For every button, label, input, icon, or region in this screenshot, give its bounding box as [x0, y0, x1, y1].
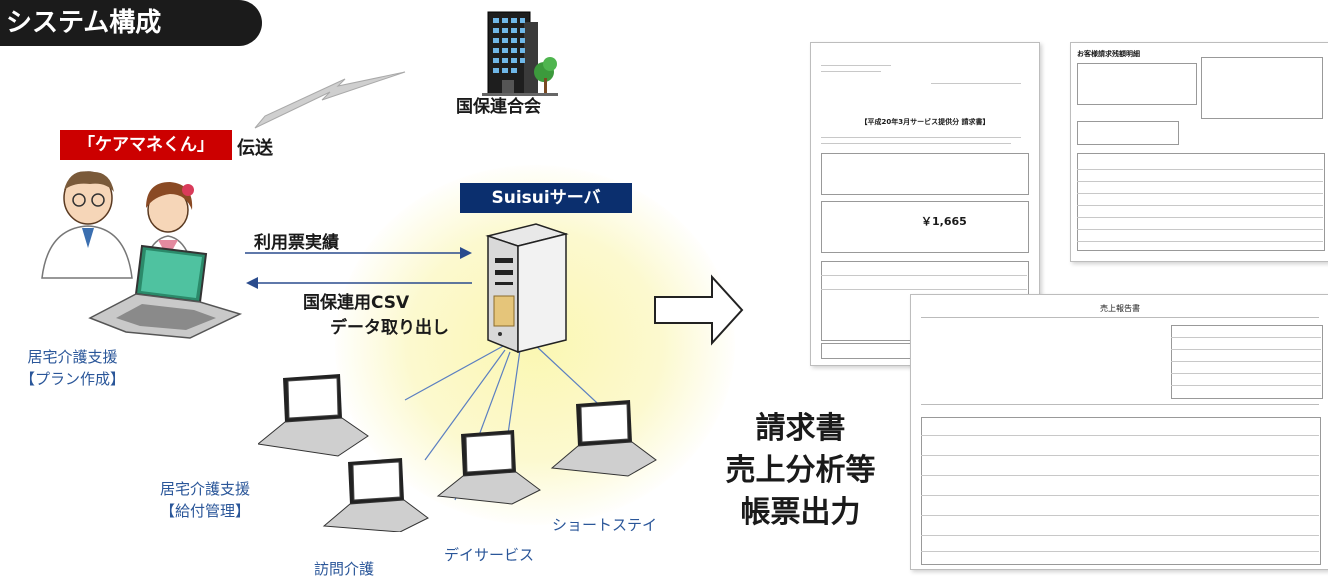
invoice-amount: ￥1,665: [921, 215, 967, 228]
product-label: 「ケアマネくん」: [60, 130, 232, 160]
lightning-icon: [254, 71, 406, 129]
laptop-icon: [258, 374, 369, 457]
billing-detail-document: お客様請求残額明細: [1070, 42, 1328, 262]
output-line1: 請求書: [755, 411, 846, 446]
short-stay-label: ショートステイ: [552, 516, 658, 534]
server-label: Suisuiサーバ: [460, 183, 632, 213]
laptop-icon: [550, 400, 657, 477]
csv-extract-label: データ取り出し: [330, 318, 449, 338]
laptop-icon: [436, 430, 541, 505]
server-icon: [485, 223, 569, 354]
client-laptops: [258, 374, 657, 532]
plan-client-line1: 居宅介護支援: [27, 348, 118, 366]
usage-results-label: 利用票実績: [254, 233, 339, 253]
output-line3: 帳票出力: [740, 495, 861, 530]
benefit-client-line1: 居宅介護支援: [160, 480, 251, 498]
csv-arrow: [246, 277, 472, 289]
invoice-title: 【平成20年3月サービス提供分 請求書】: [860, 118, 990, 126]
people-icon: [41, 171, 243, 339]
usage-results-arrow: [245, 247, 472, 259]
building-icon: [482, 11, 558, 96]
day-service-label: デイサービス: [444, 546, 535, 564]
sales-report-title: 売上報告書: [1100, 304, 1140, 313]
billing-detail-title: お客様請求残額明細: [1077, 50, 1140, 58]
sales-report-document: 売上報告書: [910, 294, 1328, 570]
home-visit-label: 訪問介護: [314, 560, 375, 578]
output-label: 請求書 売上分析等 帳票出力: [718, 408, 883, 534]
transmission-label: 伝送: [237, 138, 273, 159]
plan-client-label: 居宅介護支援 【プラン作成】: [20, 346, 125, 390]
output-line2: 売上分析等: [725, 453, 876, 488]
right-arrow-icon: [654, 274, 744, 346]
benefit-client-line2: 【給付管理】: [160, 502, 251, 520]
federation-label: 国保連合会: [456, 97, 541, 117]
benefit-client-label: 居宅介護支援 【給付管理】: [160, 478, 250, 522]
plan-client-line2: 【プラン作成】: [20, 370, 126, 388]
laptop-icon: [322, 458, 429, 532]
page-title: システム構成: [0, 0, 262, 46]
csv-label: 国保連用CSV: [303, 293, 410, 313]
